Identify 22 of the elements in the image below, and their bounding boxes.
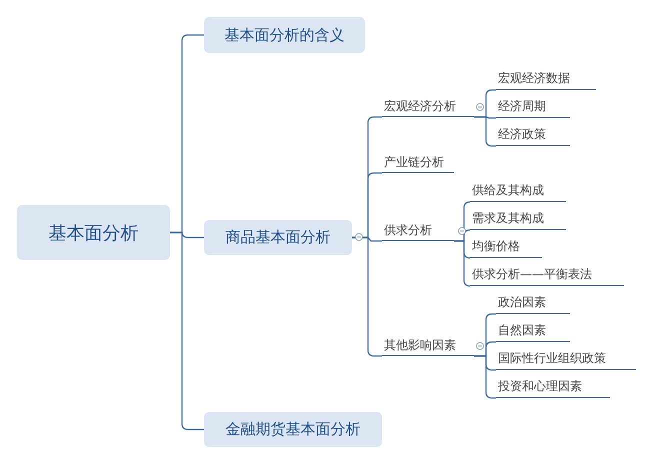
connector-line [454, 240, 471, 287]
subtopic-label: 产业链分析 [382, 153, 454, 173]
subtopic-label: 均衡价格 [470, 236, 542, 258]
subtopic-label: 国际性行业组织政策 [496, 348, 636, 370]
subtopic-label: 经济政策 [496, 124, 570, 146]
subtopic-label: 经济周期 [496, 96, 570, 118]
topic-box: 基本面分析的含义 [204, 17, 365, 53]
topic-box: 基本面分析 [17, 205, 170, 260]
subtopic-label: 政治因素 [496, 292, 570, 314]
subtopic-label: 投资和心理因素 [496, 376, 610, 398]
subtopic-label: 宏观经济数据 [496, 68, 596, 90]
connector-line [352, 236, 382, 357]
subtopic-label: 供给及其构成 [470, 180, 566, 202]
subtopic-label: 供求分析 [382, 221, 454, 241]
subtopic-label: 需求及其构成 [470, 208, 566, 230]
topic-box: 金融期货基本面分析 [204, 412, 382, 447]
subtopic-label: 其他影响因素 [382, 336, 474, 356]
topic-box: 商品基本面分析 [204, 220, 352, 255]
subtopic-label: 供求分析——平衡表法 [470, 264, 624, 286]
connector-line [170, 232, 204, 430]
subtopic-label: 宏观经济分析 [382, 97, 474, 117]
subtopic-label: 自然因素 [496, 320, 570, 342]
